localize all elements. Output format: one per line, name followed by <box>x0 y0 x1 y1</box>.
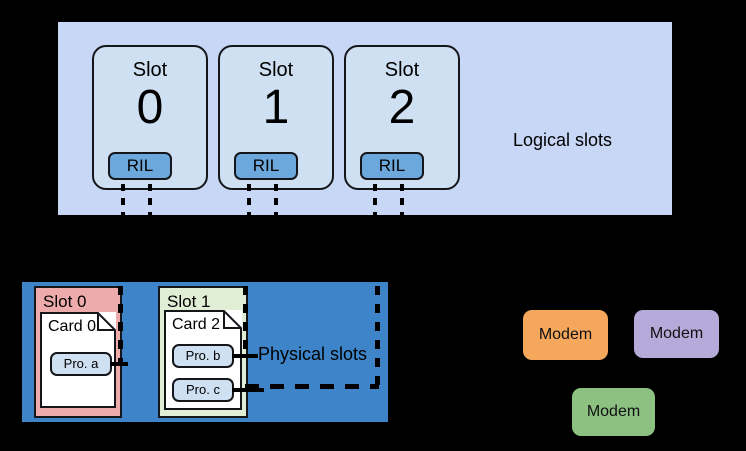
ril-box-2[interactable]: RIL <box>360 152 424 180</box>
logical-slots-label: Logical slots <box>513 130 613 150</box>
logical-slots-panel: Slot 0 RIL Slot 1 RIL Slot 2 RIL Logical… <box>58 22 672 215</box>
logical-slot-1-word: Slot <box>258 59 294 81</box>
profile-chip-b[interactable]: Pro. b <box>172 344 234 368</box>
physical-dash-right <box>375 286 380 386</box>
logical-slot-0[interactable]: Slot 0 RIL <box>92 45 208 190</box>
physical-dash-left-0 <box>118 286 123 364</box>
logical-slot-1[interactable]: Slot 1 RIL <box>218 45 334 190</box>
ril-connector-2a <box>373 184 377 217</box>
physical-slots-label: Physical slots <box>258 344 368 364</box>
ril-connector-0a <box>121 184 125 217</box>
ril-box-1[interactable]: RIL <box>234 152 298 180</box>
ril-box-0[interactable]: RIL <box>108 152 172 180</box>
logical-slot-1-number: 1 <box>262 81 290 134</box>
physical-dash-bottom <box>245 384 379 389</box>
profile-c-connector <box>232 388 264 392</box>
profile-chip-c[interactable]: Pro. c <box>172 378 234 402</box>
physical-slot-0-label: Slot 0 <box>43 292 87 311</box>
sim-card-0-label: Card 0 <box>48 318 97 335</box>
ril-connector-1b <box>274 184 278 217</box>
logical-slot-2-number: 2 <box>388 81 416 134</box>
profile-chip-a[interactable]: Pro. a <box>50 352 112 376</box>
ril-connector-0b <box>148 184 152 217</box>
physical-dash-left-1 <box>243 286 248 358</box>
modem-box-purple[interactable]: Modem <box>634 310 719 358</box>
profile-a-connector <box>110 362 128 366</box>
modem-box-orange[interactable]: Modem <box>523 310 608 360</box>
sim-card-1-label: Card 2 <box>172 316 221 333</box>
logical-slot-2[interactable]: Slot 2 RIL <box>344 45 460 190</box>
logical-slot-0-number: 0 <box>136 81 164 134</box>
logical-slot-2-word: Slot <box>384 59 420 81</box>
modem-box-green[interactable]: Modem <box>572 388 655 436</box>
ril-connector-2b <box>400 184 404 217</box>
ril-connector-1a <box>247 184 251 217</box>
physical-slot-1-label: Slot 1 <box>167 292 211 311</box>
logical-slot-0-word: Slot <box>132 59 168 81</box>
